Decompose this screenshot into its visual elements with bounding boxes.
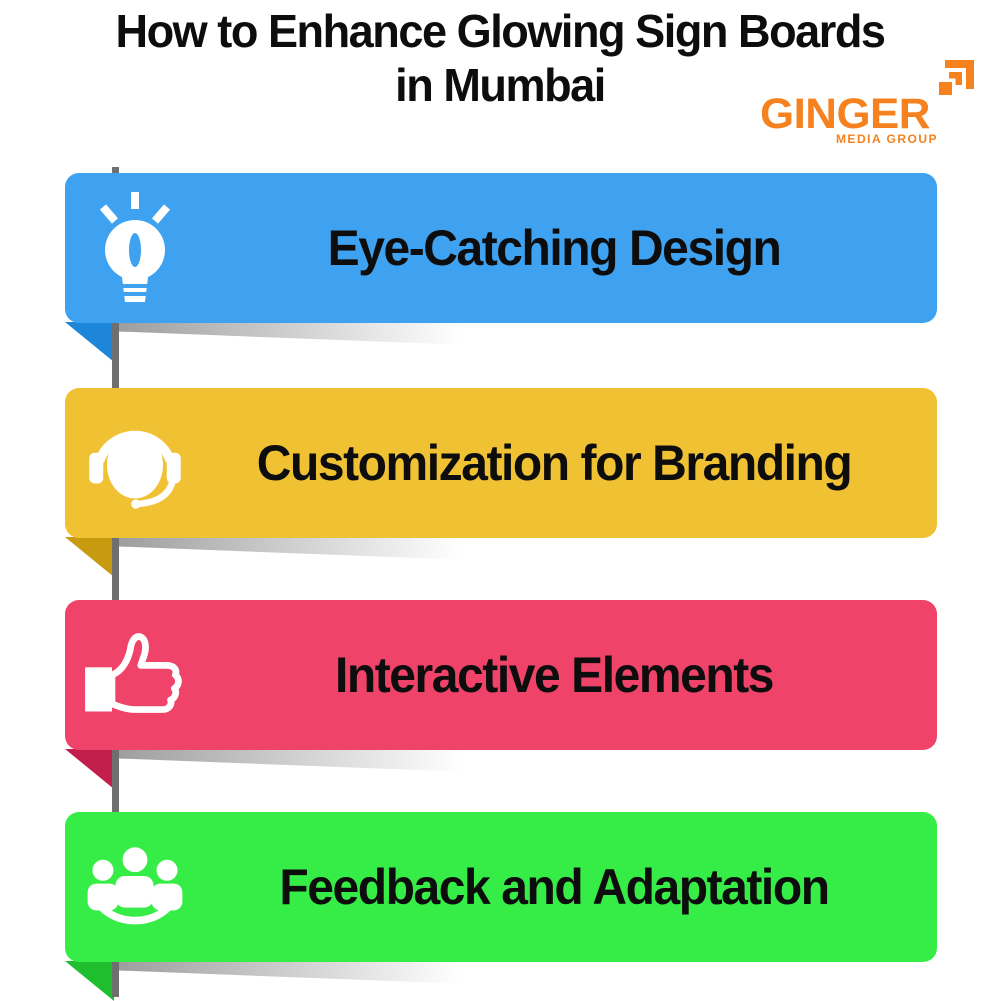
banner-label: Customization for Branding bbox=[256, 435, 853, 491]
banner-shadow bbox=[119, 749, 521, 774]
logo-tagline: MEDIA GROUP bbox=[835, 132, 938, 146]
page-title-line2: in Mumbai bbox=[395, 59, 606, 112]
banner-label: Feedback and Adaptation bbox=[279, 859, 830, 915]
lightbulb-icon bbox=[79, 190, 191, 306]
logo-brand-name: GINGER bbox=[760, 90, 930, 138]
thumbs-up-icon bbox=[79, 627, 191, 723]
banner-feedback-and-adaptation: Feedback and Adaptation bbox=[65, 812, 937, 962]
ribbon-fold bbox=[65, 322, 114, 362]
banner-shadow bbox=[119, 322, 521, 347]
ginger-logo-mark-icon bbox=[938, 60, 974, 96]
banner-shadow bbox=[119, 537, 521, 562]
banner-eye-catching-design: Eye-Catching Design bbox=[65, 173, 937, 323]
people-group-icon bbox=[79, 841, 191, 933]
ginger-media-group-logo: GINGER MEDIA GROUP bbox=[760, 60, 976, 150]
banner-customization-for-branding: Customization for Branding bbox=[65, 388, 937, 538]
page-title-line1: How to Enhance Glowing Sign Boards bbox=[115, 5, 885, 57]
banner-interactive-elements: Interactive Elements bbox=[65, 600, 937, 750]
banner-label: Eye-Catching Design bbox=[327, 220, 782, 276]
headset-icon bbox=[79, 413, 191, 513]
ribbon-fold bbox=[65, 749, 114, 789]
ribbon-fold bbox=[65, 537, 114, 577]
ribbon-fold bbox=[65, 961, 114, 1001]
banner-shadow bbox=[119, 961, 521, 986]
timeline-spine bbox=[112, 167, 119, 997]
page-title: How to Enhance Glowing Sign Boards in Mu… bbox=[10, 4, 990, 113]
banner-label: Interactive Elements bbox=[334, 647, 775, 703]
